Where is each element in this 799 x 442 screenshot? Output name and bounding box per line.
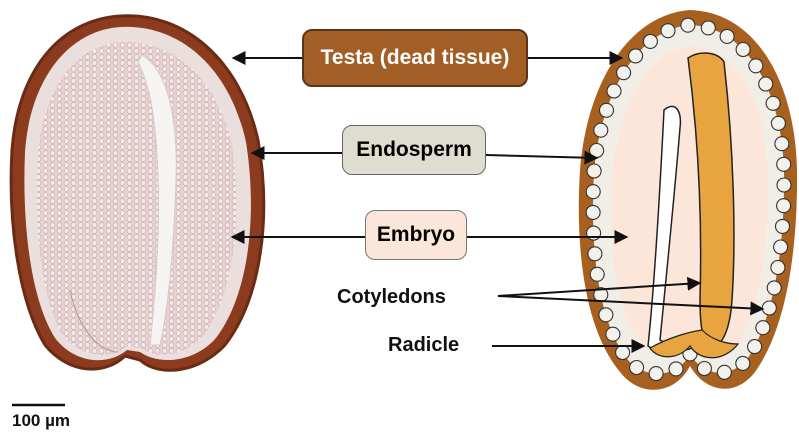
endosperm-cell (630, 361, 644, 375)
endosperm-cell (669, 362, 683, 376)
cotyledons-label: Cotyledons (337, 286, 446, 309)
endosperm-cell (607, 84, 621, 98)
endosperm-cell (771, 116, 785, 130)
endosperm-cell (748, 340, 762, 354)
endosperm-cell (736, 356, 750, 370)
endosperm-cell (649, 367, 663, 381)
endosperm-cell (777, 157, 791, 171)
endosperm-cell (776, 219, 790, 233)
micrograph-embryo (37, 42, 236, 355)
endosperm-cell (775, 137, 789, 151)
endosperm-cell (617, 66, 631, 80)
endosperm-cell (762, 301, 776, 315)
scale-bar-label: 100 µm (12, 411, 70, 431)
endosperm-cell (749, 59, 763, 73)
endosperm-cell (766, 96, 780, 110)
endosperm-cell (756, 321, 770, 335)
endosperm-cell (586, 205, 600, 219)
endosperm-arrow-right (486, 155, 597, 158)
endosperm-cell (681, 18, 695, 32)
endosperm-cell (771, 261, 785, 275)
endosperm-cell (717, 365, 731, 379)
endosperm-cell (629, 49, 643, 63)
endosperm-cell (661, 24, 675, 38)
endosperm-cell (600, 103, 614, 117)
embryo-label: Embryo (365, 210, 467, 260)
endosperm-cell (599, 308, 613, 322)
endosperm-cell (767, 281, 781, 295)
schematic-seed (579, 10, 797, 390)
radicle-label: Radicle (388, 334, 459, 357)
endosperm-cell (701, 21, 715, 35)
testa-label: Testa (dead tissue) (302, 29, 528, 87)
endosperm-cell (777, 199, 791, 213)
endosperm-cell (759, 77, 773, 91)
endosperm-cell (697, 362, 711, 376)
endosperm-cell (736, 43, 750, 57)
endosperm-label: Endosperm (342, 125, 486, 175)
endosperm-cell (720, 29, 734, 43)
endosperm-cell (588, 247, 602, 261)
endosperm-cell (594, 123, 608, 137)
schematic-embryo (611, 46, 768, 357)
endosperm-cell (606, 327, 620, 341)
endosperm-cell (586, 185, 600, 199)
endosperm-cell (777, 178, 791, 192)
endosperm-cell (643, 34, 657, 48)
endosperm-cell (587, 164, 601, 178)
endosperm-cell (590, 267, 604, 281)
micrograph-section (11, 16, 264, 371)
endosperm-cell (616, 346, 630, 360)
endosperm-cell (774, 240, 788, 254)
endosperm-cell (590, 144, 604, 158)
